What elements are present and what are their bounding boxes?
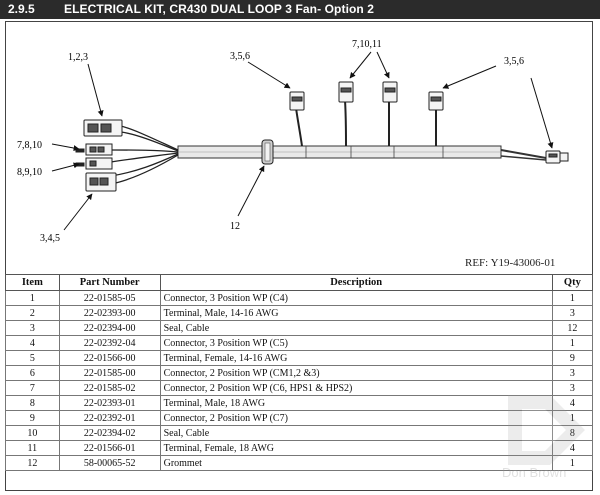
part-number-cell: 22-01585-00 [58,365,161,381]
callout-1-2-3: 1,2,3 [68,52,88,63]
qty-cell: 3 [551,365,594,381]
item-cell: 7 [5,380,60,396]
part-number-cell: 22-02394-00 [58,320,161,336]
item-cell: 8 [5,395,60,411]
qty-cell: 12 [551,320,594,336]
section-number: 2.9.5 [8,2,35,16]
item-cell: 10 [5,425,60,441]
callout-3-5-6-left: 3,5,6 [230,51,250,62]
item-cell: 11 [5,440,60,456]
callout-8-9-10: 8,9,10 [17,167,42,178]
part-number-cell: 22-01585-02 [58,380,161,396]
description-cell: Terminal, Male, 14-16 AWG [159,305,553,321]
item-cell: 3 [5,320,60,336]
header-qty: Qty [551,274,594,291]
header-item: Item [5,274,60,291]
part-number-cell: 22-01585-05 [58,290,161,306]
callout-3-5-6-right: 3,5,6 [504,56,524,67]
left-connectors [75,119,123,192]
item-cell: 1 [5,290,60,306]
section-title: ELECTRICAL KIT, CR430 DUAL LOOP 3 Fan- O… [64,2,375,16]
description-cell: Connector, 2 Position WP (CM1,2 &3) [159,365,553,381]
qty-cell: 8 [551,425,594,441]
description-cell: Connector, 2 Position WP (C7) [159,410,553,426]
part-number-cell: 22-02394-02 [58,425,161,441]
callout-3-4-5: 3,4,5 [40,233,60,244]
qty-cell: 3 [551,305,594,321]
content-frame [5,21,593,491]
item-cell: 6 [5,365,60,381]
wiring-harness-diagram: 1,2,3 7,8,10 8,9,10 3,4,5 3,5,6 7,10,11 … [17,39,569,244]
qty-cell: 1 [551,290,594,306]
qty-cell: 1 [551,335,594,351]
qty-cell: 4 [551,395,594,411]
description-cell: Seal, Cable [159,425,553,441]
leader-arrows [51,51,554,231]
part-number-cell: 22-02392-01 [58,410,161,426]
callout-12: 12 [230,221,240,232]
qty-cell: 4 [551,440,594,456]
header-description: Description [159,274,553,291]
callout-7-8-10: 7,8,10 [17,140,42,151]
description-cell: Connector, 3 Position WP (C5) [159,335,553,351]
part-number-cell: 22-02393-01 [58,395,161,411]
description-cell: Connector, 2 Position WP (C6, HPS1 & HPS… [159,380,553,396]
description-cell: Seal, Cable [159,320,553,336]
qty-cell: 1 [551,455,594,471]
description-cell: Terminal, Male, 18 AWG [159,395,553,411]
grommet-icon [261,139,274,165]
item-cell: 5 [5,350,60,366]
description-cell: Terminal, Female, 14-16 AWG [159,350,553,366]
part-number-cell: 58-00065-52 [58,455,161,471]
left-fanout-wires [110,125,179,185]
item-cell: 2 [5,305,60,321]
section-header: 2.9.5 ELECTRICAL KIT, CR430 DUAL LOOP 3 … [0,0,600,19]
harness-trunk [177,145,547,161]
trunk-bands [305,146,444,158]
qty-cell: 1 [551,410,594,426]
description-cell: Connector, 3 Position WP (C4) [159,290,553,306]
part-number-cell: 22-02392-04 [58,335,161,351]
table-header-row: Item Part Number Description Qty [5,274,594,291]
qty-cell: 9 [551,350,594,366]
right-connector-icon [545,150,569,164]
part-number-cell: 22-02393-00 [58,305,161,321]
part-number-cell: 22-01566-01 [58,440,161,456]
qty-cell: 3 [551,380,594,396]
reference-number: REF: Y19-43006-01 [465,257,556,269]
description-cell: Terminal, Female, 18 AWG [159,440,553,456]
header-part-number: Part Number [58,274,161,291]
item-cell: 4 [5,335,60,351]
part-number-cell: 22-01566-00 [58,350,161,366]
callout-7-10-11: 7,10,11 [352,39,382,50]
item-cell: 12 [5,455,60,471]
top-branches [289,81,444,147]
description-cell: Grommet [159,455,553,471]
item-cell: 9 [5,410,60,426]
